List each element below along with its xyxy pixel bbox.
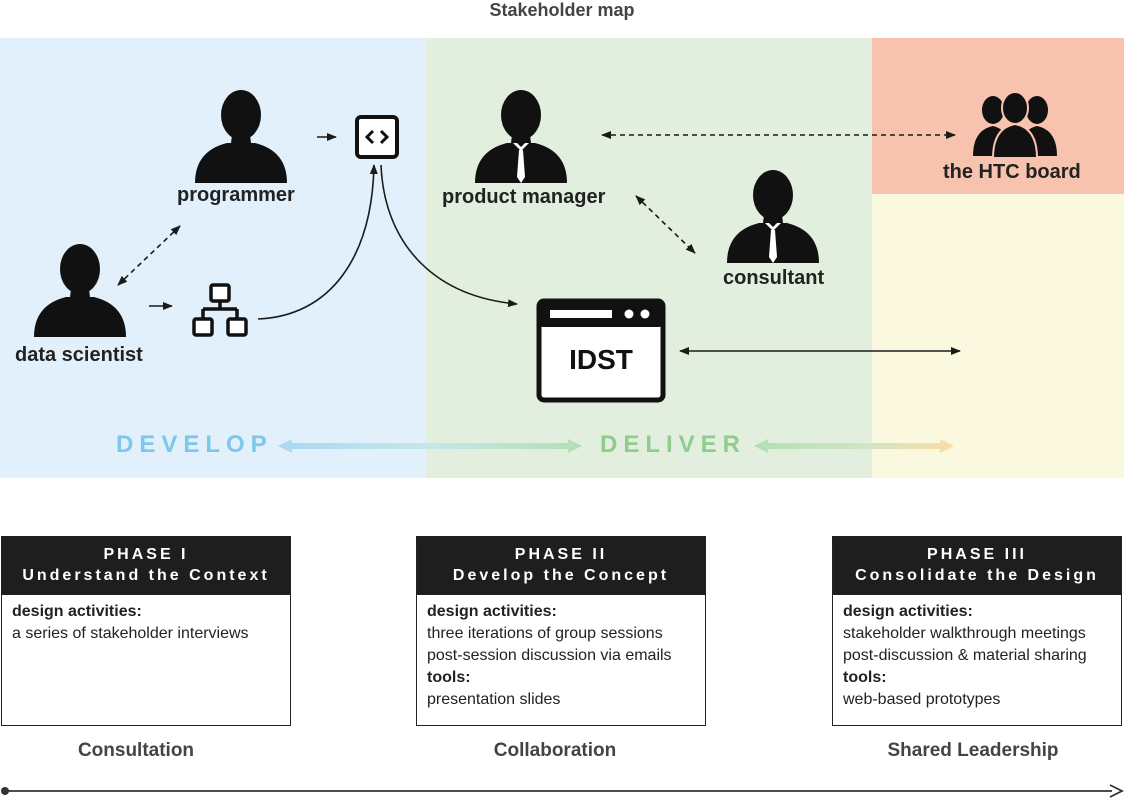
phase-box-2: PHASE II Develop the Concept design acti… (416, 536, 706, 726)
mode-shared-leadership: Shared Leadership (887, 740, 1059, 761)
phase-header: PHASE II Develop the Concept (417, 537, 705, 595)
band-arrow-deliver-shared (754, 439, 954, 453)
dashed-productmanager-consultant (635, 195, 696, 254)
code-icon (355, 115, 399, 159)
tools-label: tools: (427, 669, 471, 686)
browser-window-icon (536, 298, 666, 403)
person-icon-product-manager (475, 90, 567, 183)
connectors (117, 131, 961, 355)
timeline-axis (1, 784, 1124, 798)
mode-collaboration: Collaboration (493, 740, 617, 761)
tool-item: web-based prototypes (843, 691, 1001, 708)
phase-header: PHASE I Understand the Context (2, 537, 290, 595)
phase-number: PHASE III (927, 546, 1027, 563)
zone-shared (872, 194, 1124, 478)
band-arrow-develop-deliver (278, 439, 582, 453)
stage-band-arrows (278, 439, 954, 453)
phase-number: PHASE II (514, 546, 608, 563)
activity-item: post-session discussion via emails (427, 647, 672, 664)
stage-label-deliver: DELIVER (600, 431, 747, 458)
label-programmer: programmer (177, 184, 295, 206)
phase-name: Understand the Context (22, 567, 270, 584)
phase-box-1: PHASE I Understand the Context design ac… (1, 536, 291, 726)
stage-label-develop: DEVELOP (116, 431, 273, 458)
activity-item: stakeholder walkthrough meetings (843, 625, 1086, 642)
phase-body: design activities: stakeholder walkthrou… (833, 595, 1121, 717)
activity-item: post-discussion & material sharing (843, 647, 1087, 664)
page-title: Stakeholder map (489, 0, 635, 20)
label-htc-board: the HTC board (943, 161, 1081, 183)
activity-item: three iterations of group sessions (427, 625, 663, 642)
person-icon-data-scientist (34, 244, 126, 337)
design-activities-label: design activities: (843, 603, 973, 620)
phase-name: Consolidate the Design (855, 567, 1099, 584)
person-icon-consultant (727, 170, 819, 263)
dashed-programmer-datascientist (117, 225, 181, 286)
design-activities-label: design activities: (427, 603, 557, 620)
phase-body: design activities: three iterations of g… (417, 595, 705, 717)
network-icon (192, 283, 248, 337)
curve-network-code (257, 164, 378, 320)
phase-body: design activities: a series of stakehold… (2, 595, 290, 651)
group-icon (973, 91, 1057, 159)
mode-consultation: Consultation (77, 740, 195, 761)
tools-label: tools: (843, 669, 887, 686)
phase-number: PHASE I (103, 546, 189, 563)
activity-item: a series of stakeholder interviews (12, 625, 249, 642)
design-activities-label: design activities: (12, 603, 142, 620)
phase-name: Develop the Concept (452, 567, 670, 584)
label-product-manager: product manager (442, 186, 606, 208)
tool-item: presentation slides (427, 691, 561, 708)
phase-header: PHASE III Consolidate the Design (833, 537, 1121, 595)
label-idst: IDST (569, 344, 633, 375)
phase-box-3: PHASE III Consolidate the Design design … (832, 536, 1122, 726)
curve-code-idst (380, 164, 518, 308)
person-icon-programmer (195, 90, 287, 183)
label-data-scientist: data scientist (15, 344, 143, 366)
label-consultant: consultant (723, 267, 825, 289)
